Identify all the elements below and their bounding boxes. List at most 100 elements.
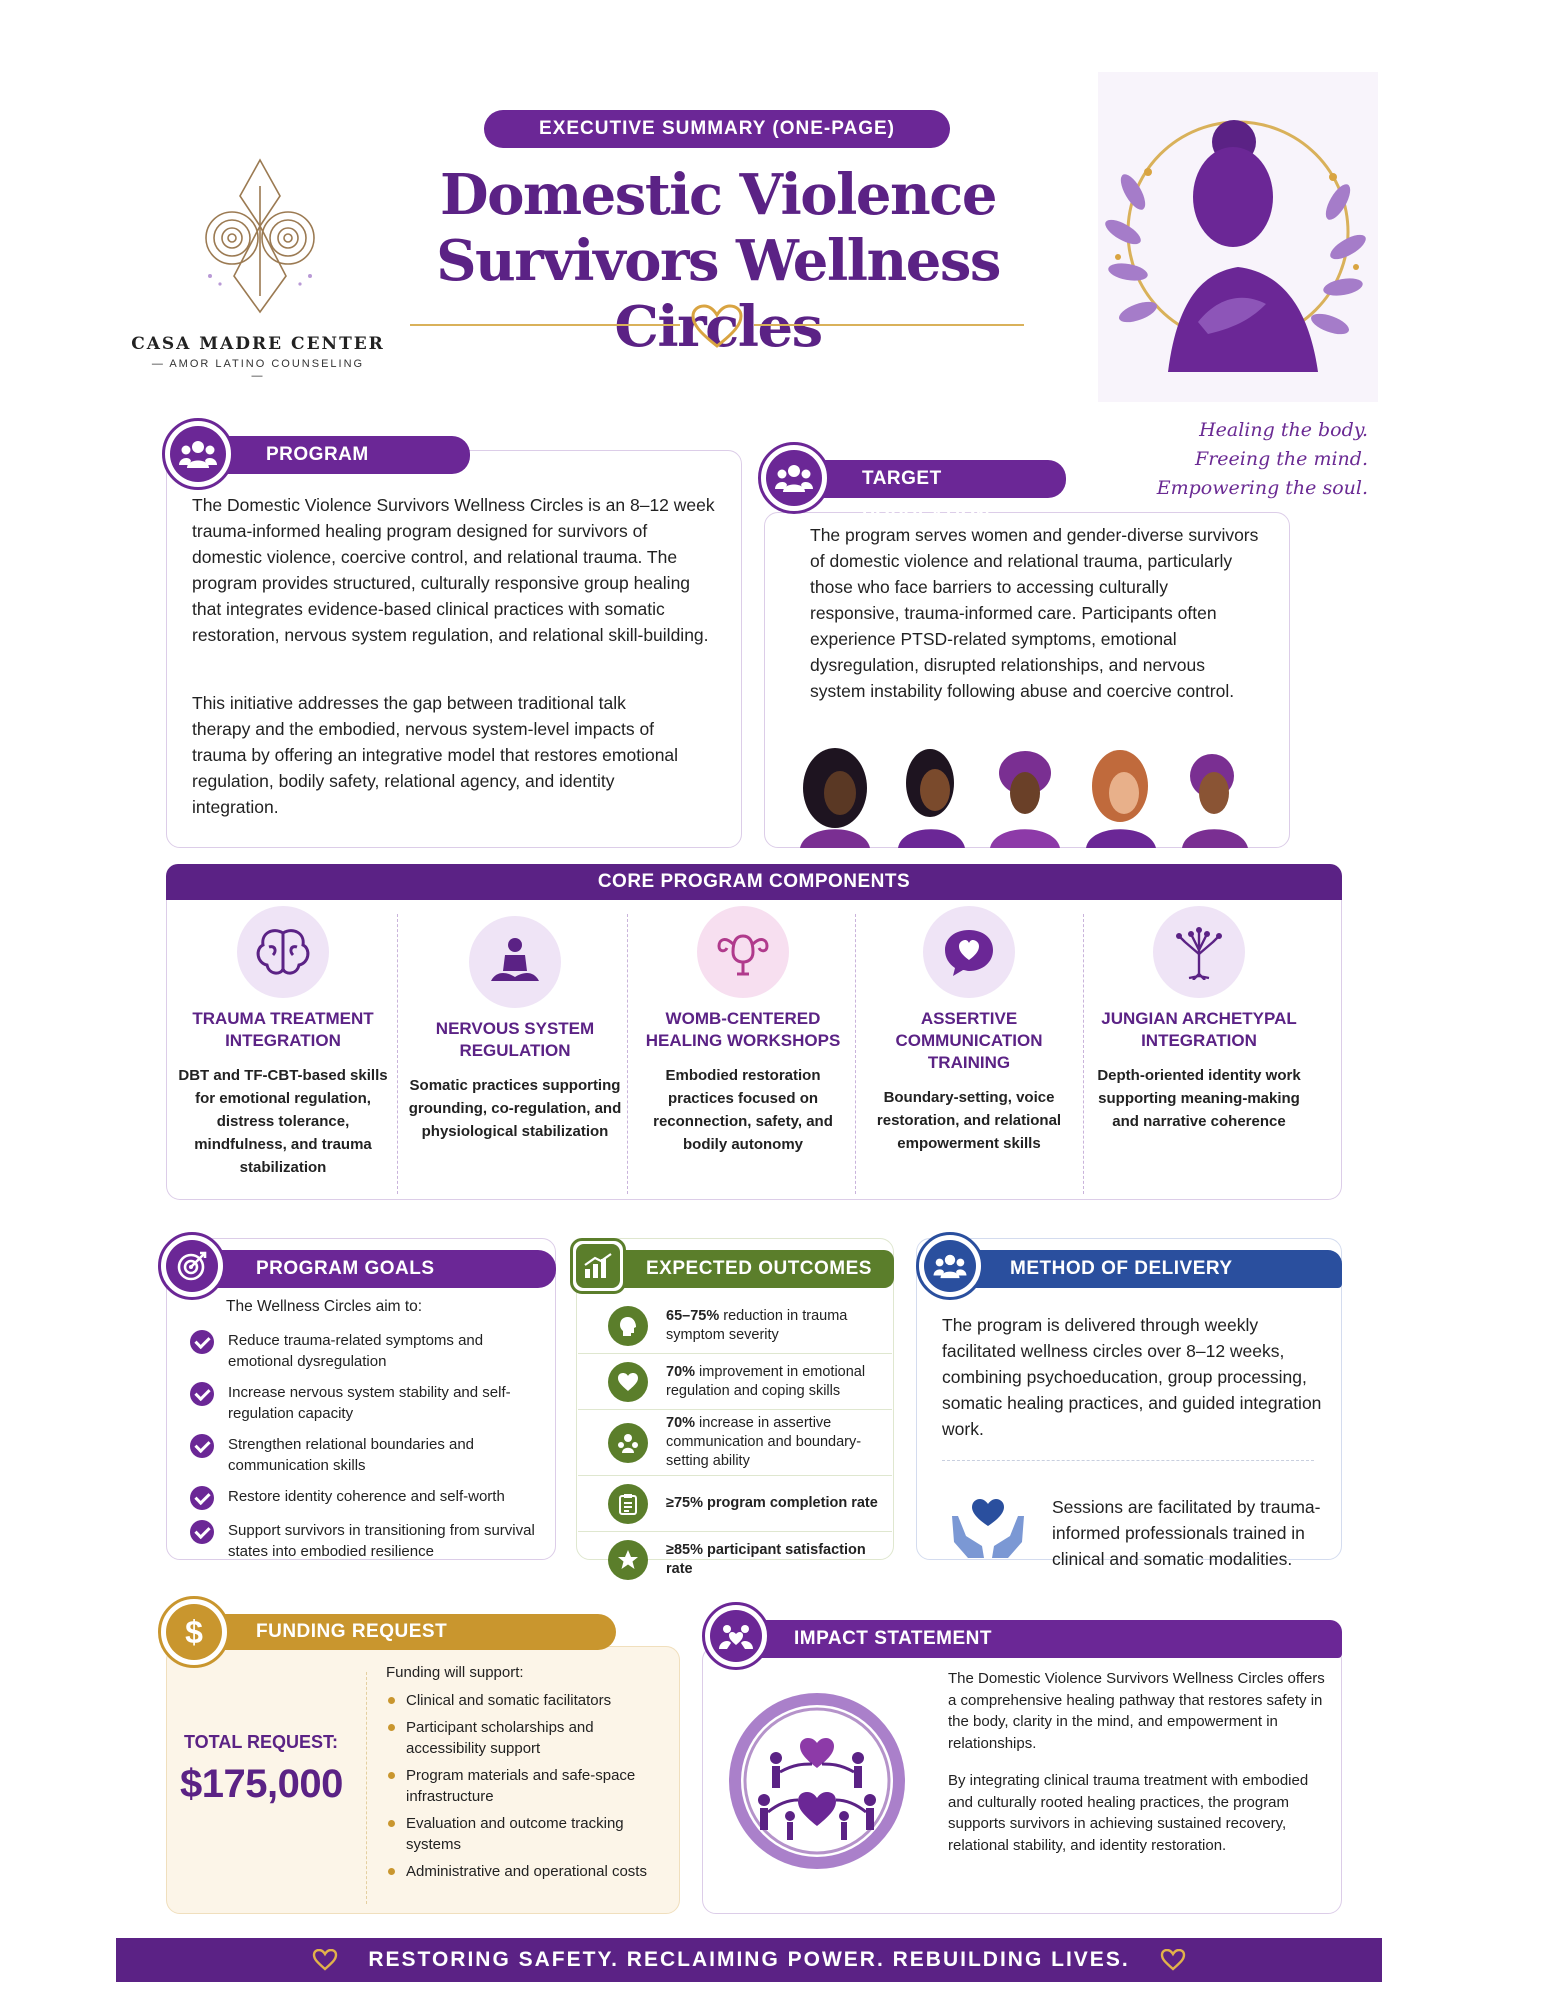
method-of-delivery-badge	[916, 1232, 984, 1300]
outcome-value: ≥85% participant	[666, 1542, 782, 1558]
star-icon	[608, 1540, 648, 1580]
outcome-value: 70%	[666, 1363, 696, 1380]
outcome-label: reduction in trauma symptom severity	[666, 1307, 848, 1343]
goal-item: Restore identity coherence and self-wort…	[190, 1486, 546, 1510]
impact-statement-card	[702, 1646, 1342, 1914]
head-icon	[608, 1305, 648, 1346]
component-divider	[855, 914, 856, 1194]
team-icon	[608, 1422, 648, 1463]
outcome-text: 65–75% reduction in trauma symptom sever…	[666, 1307, 892, 1345]
outcome-text: ≥85% participant satisfaction rate	[666, 1541, 892, 1579]
logo-subtitle: — AMOR LATINO COUNSELING —	[151, 358, 365, 382]
heart-icon	[608, 1361, 648, 1402]
tagline: Healing the body. Freeing the mind. Empo…	[1108, 416, 1368, 503]
goal-text: Support survivors in transitioning from …	[228, 1522, 535, 1560]
program-overview-heading: PROGRAM OVERVIEW	[216, 436, 470, 503]
goal-item: Strengthen relational boundaries and com…	[190, 1434, 546, 1476]
group-people-icon	[775, 465, 813, 492]
community-circle-illustration	[729, 1693, 905, 1869]
target-population-heading: TARGET POPULATION	[812, 460, 1066, 527]
component-divider	[397, 914, 398, 1194]
title-line-1: Domestic Violence	[440, 162, 998, 228]
component-description: Embodied restoration practices focused o…	[653, 1067, 833, 1153]
woman-portrait-illustration	[1098, 72, 1378, 402]
goal-text: Increase nervous system stability and se…	[228, 1384, 511, 1422]
funding-item: Participant scholarships and accessibili…	[386, 1717, 670, 1759]
method-of-delivery-p2: Sessions are facilitated by trauma-infor…	[1052, 1497, 1321, 1569]
expected-outcomes-badge	[570, 1238, 626, 1294]
program-goals-badge	[158, 1232, 226, 1300]
page-title: Domestic Violence Survivors Wellness Cir…	[368, 162, 1068, 360]
component-title: JUNGIAN ARCHETYPAL INTEGRATION	[1101, 1009, 1297, 1050]
component-divider	[1083, 914, 1084, 1194]
component-title: ASSERTIVE COMMUNICATION TRAINING	[895, 1009, 1043, 1072]
impact-statement-p2: By integrating clinical trauma treatment…	[948, 1772, 1309, 1854]
method-of-delivery-heading: METHOD OF DELIVERY	[960, 1250, 1342, 1288]
outcome-value: ≥75% program	[666, 1495, 766, 1511]
outcome-text: ≥75% program completion rate	[666, 1494, 878, 1513]
total-request-label: TOTAL REQUEST:	[184, 1732, 339, 1752]
outcome-label: completion rate	[765, 1495, 878, 1511]
program-goals-list: Reduce trauma-related symptoms and emoti…	[190, 1330, 546, 1572]
heart-outline-icon	[1160, 1949, 1185, 1972]
outcome-label: increase in assertive communication and …	[666, 1415, 862, 1469]
program-goals-intro: The Wellness Circles aim to:	[226, 1298, 423, 1315]
womb-icon	[697, 906, 789, 998]
people-heart-icon	[719, 1625, 753, 1649]
funding-item: Administrative and operational costs	[386, 1861, 670, 1882]
total-request-value: $175,000	[180, 1762, 343, 1806]
check-icon	[190, 1486, 214, 1510]
core-components-panel: TRAUMA TREATMENT INTEGRATION DBT and TF-…	[166, 900, 1342, 1200]
target-population-badge	[758, 442, 830, 514]
expected-outcomes-heading: EXPECTED OUTCOMES	[596, 1250, 894, 1288]
component-description: Boundary-setting, voice restoration, and…	[876, 1089, 1062, 1152]
impact-statement-badge	[702, 1602, 770, 1670]
component-title: WOMB-CENTERED HEALING WORKSHOPS	[645, 1009, 841, 1050]
goal-item: Support survivors in transitioning from …	[190, 1520, 546, 1562]
heart-chat-icon	[923, 906, 1015, 998]
outcome-item: ≥85% participant satisfaction rate	[578, 1532, 892, 1588]
program-goals-card	[166, 1238, 556, 1560]
method-of-delivery-p1: The program is delivered through weekly …	[942, 1315, 1322, 1439]
outcome-item: ≥75% program completion rate	[578, 1476, 892, 1532]
component-divider	[627, 914, 628, 1194]
program-overview-p1: The Domestic Violence Survivors Wellness…	[192, 495, 715, 645]
logo-name: CASA MADRE CENTER	[131, 334, 385, 354]
funding-item: Program materials and safe-space infrast…	[386, 1765, 670, 1807]
growth-chart-icon	[584, 1253, 612, 1278]
outcome-item: 70% improvement in emotional regulation …	[578, 1354, 892, 1410]
component-jungian-archetypal: JUNGIAN ARCHETYPAL INTEGRATION Depth-ori…	[1087, 906, 1311, 1133]
outcome-label: improvement in emotional regulation and …	[666, 1363, 866, 1399]
hands-heart-icon	[952, 1499, 1024, 1558]
outcome-item: 65–75% reduction in trauma symptom sever…	[578, 1298, 892, 1354]
heart-outline-icon	[313, 1949, 338, 1972]
funding-intro: Funding will support:	[386, 1664, 524, 1681]
outcome-text: 70% increase in assertive communication …	[666, 1414, 892, 1471]
delivery-divider	[942, 1460, 1314, 1461]
goal-text: Restore identity coherence and self-wort…	[228, 1488, 505, 1505]
footer-motto-bar: RESTORING SAFETY. RECLAIMING POWER. REBU…	[116, 1938, 1382, 1982]
target-icon	[177, 1251, 207, 1281]
group-people-icon	[179, 441, 217, 468]
group-people-icon	[933, 1254, 967, 1279]
component-womb-centered: WOMB-CENTERED HEALING WORKSHOPS Embodied…	[631, 906, 855, 1156]
component-description: DBT and TF-CBT-based skills for emotiona…	[178, 1067, 388, 1176]
funding-list: Clinical and somatic facilitators Partic…	[386, 1690, 670, 1888]
tagline-line-2: Freeing the mind.	[1195, 448, 1368, 470]
brain-icon	[237, 906, 329, 998]
heart-divider-icon	[691, 304, 743, 348]
component-nervous-system: NERVOUS SYSTEM REGULATION Somatic practi…	[403, 916, 627, 1143]
program-overview-p2: This initiative addresses the gap betwee…	[192, 693, 679, 817]
outcome-label: satisfaction rate	[666, 1542, 866, 1577]
casa-madre-logo	[205, 158, 315, 314]
dollar-icon: $	[185, 1613, 203, 1650]
component-description: Depth-oriented identity work supporting …	[1097, 1067, 1301, 1130]
component-assertive-communication: ASSERTIVE COMMUNICATION TRAINING Boundar…	[857, 906, 1081, 1155]
component-title: TRAUMA TREATMENT INTEGRATION	[192, 1009, 374, 1050]
outcome-value: 70%	[666, 1415, 696, 1431]
tagline-line-3: Empowering the soul.	[1156, 477, 1368, 499]
target-population-p1: The program serves women and gender-dive…	[810, 525, 1259, 701]
meditation-icon	[469, 916, 561, 1008]
title-line-2: Survivors Wellness Circles	[436, 228, 1001, 360]
core-components-heading: CORE PROGRAM COMPONENTS	[166, 864, 1342, 900]
